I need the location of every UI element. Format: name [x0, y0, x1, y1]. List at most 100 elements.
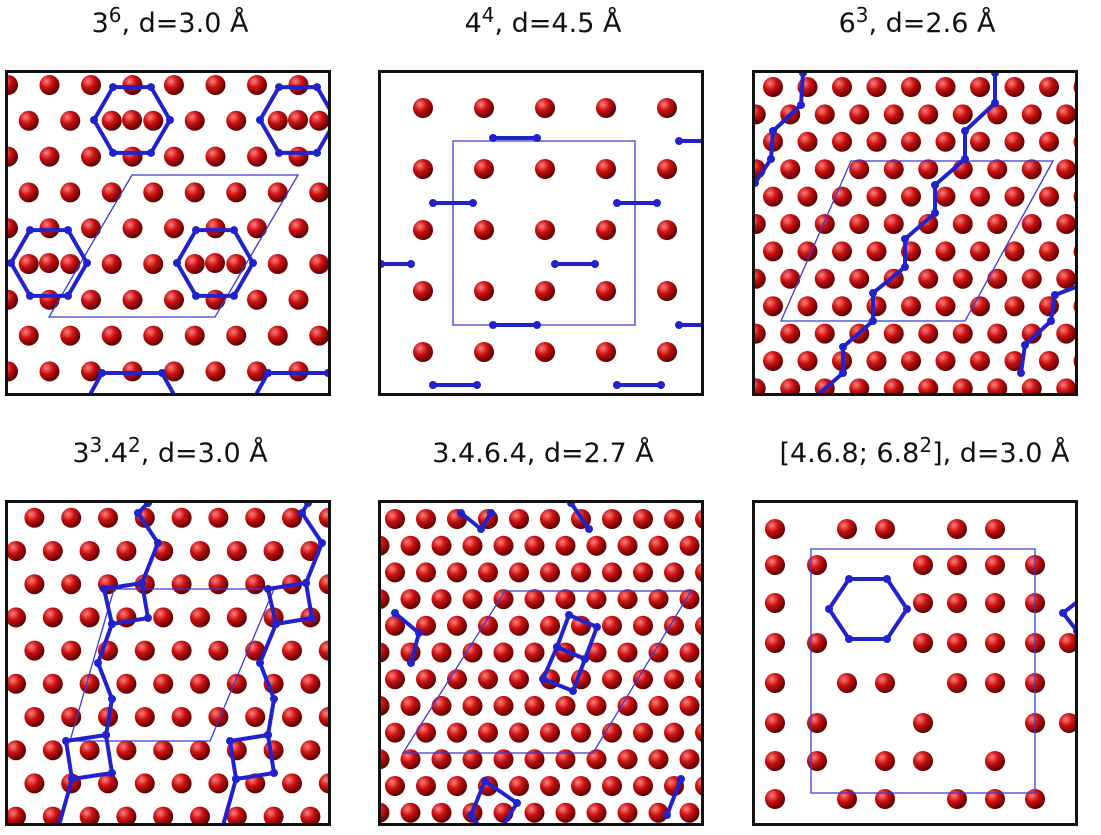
atom — [247, 289, 267, 310]
atom — [571, 562, 591, 583]
bond-node — [991, 73, 999, 77]
atom — [633, 669, 653, 690]
atom — [596, 342, 616, 362]
atom — [617, 589, 638, 610]
atom — [755, 268, 766, 289]
atom — [918, 104, 939, 125]
atom — [431, 802, 452, 823]
bond — [771, 103, 803, 133]
atom — [918, 323, 939, 344]
atom — [400, 589, 421, 610]
atom — [400, 802, 421, 823]
atom — [875, 673, 895, 693]
panel-4-title: 33.42, d=3.0 Å — [72, 433, 268, 469]
atom — [664, 562, 684, 583]
atom — [807, 751, 827, 771]
atom — [509, 669, 529, 690]
bond-node — [108, 695, 116, 703]
bond — [266, 697, 276, 737]
atom — [807, 633, 827, 653]
atom — [535, 220, 555, 240]
panel-4-lattice — [5, 500, 331, 826]
atom — [385, 615, 405, 636]
bond-node — [109, 83, 117, 92]
atom — [540, 722, 560, 743]
bond — [933, 157, 967, 187]
atom — [797, 351, 818, 371]
atom — [81, 361, 101, 382]
unit-cell — [47, 174, 300, 318]
atom — [171, 640, 192, 661]
atom — [617, 642, 638, 663]
atom — [267, 254, 288, 274]
atom — [134, 773, 155, 794]
atom — [474, 98, 494, 118]
atom — [381, 802, 390, 823]
atom — [571, 722, 591, 743]
bond — [57, 777, 74, 823]
atom — [875, 789, 895, 809]
atom — [416, 562, 436, 583]
bond-node — [809, 395, 817, 396]
atom — [81, 218, 101, 239]
atom — [952, 378, 973, 393]
bond — [541, 645, 559, 681]
atom — [633, 722, 653, 743]
atom — [913, 713, 933, 733]
atom — [330, 361, 331, 381]
atom — [617, 695, 638, 716]
atom — [381, 535, 390, 556]
atom — [866, 131, 887, 152]
atom — [780, 323, 801, 344]
atom — [987, 159, 1008, 180]
atom — [101, 182, 122, 203]
bond — [88, 371, 104, 393]
bond — [304, 541, 324, 585]
bond — [221, 777, 238, 823]
atom — [1021, 378, 1042, 393]
bond-node — [481, 777, 489, 785]
bond-node — [901, 235, 909, 243]
atom — [318, 574, 328, 595]
atom — [122, 75, 143, 95]
atom — [814, 323, 835, 344]
atom — [164, 361, 184, 382]
bond-node — [591, 260, 599, 268]
atom — [79, 673, 100, 694]
bond-node — [567, 503, 575, 507]
bond-node — [83, 259, 91, 267]
atom — [153, 806, 174, 823]
atom — [832, 241, 852, 262]
atom — [226, 254, 247, 274]
bond — [266, 733, 276, 775]
atom — [657, 220, 677, 240]
atom — [1039, 77, 1059, 97]
atom — [987, 214, 1008, 234]
atom — [596, 281, 616, 301]
bond-node — [318, 539, 326, 547]
bond-node — [869, 289, 877, 297]
bond-node — [497, 825, 505, 826]
atom — [1004, 296, 1025, 317]
atom — [947, 519, 967, 539]
atom — [913, 593, 933, 613]
atom — [205, 289, 226, 310]
bond — [104, 733, 114, 775]
atom — [247, 361, 267, 382]
atom — [413, 98, 433, 118]
bond-node — [581, 655, 589, 663]
bond — [300, 511, 324, 545]
atom — [60, 254, 81, 274]
atom — [780, 268, 801, 289]
bond — [315, 85, 328, 111]
bond-node — [407, 659, 415, 667]
bond-node — [961, 155, 969, 163]
atom — [985, 789, 1005, 809]
atom — [39, 146, 60, 167]
bond — [409, 631, 421, 665]
bond-node — [613, 381, 621, 389]
atom — [381, 749, 390, 770]
atom — [509, 509, 529, 529]
atom — [288, 110, 308, 130]
atom — [1059, 633, 1075, 653]
